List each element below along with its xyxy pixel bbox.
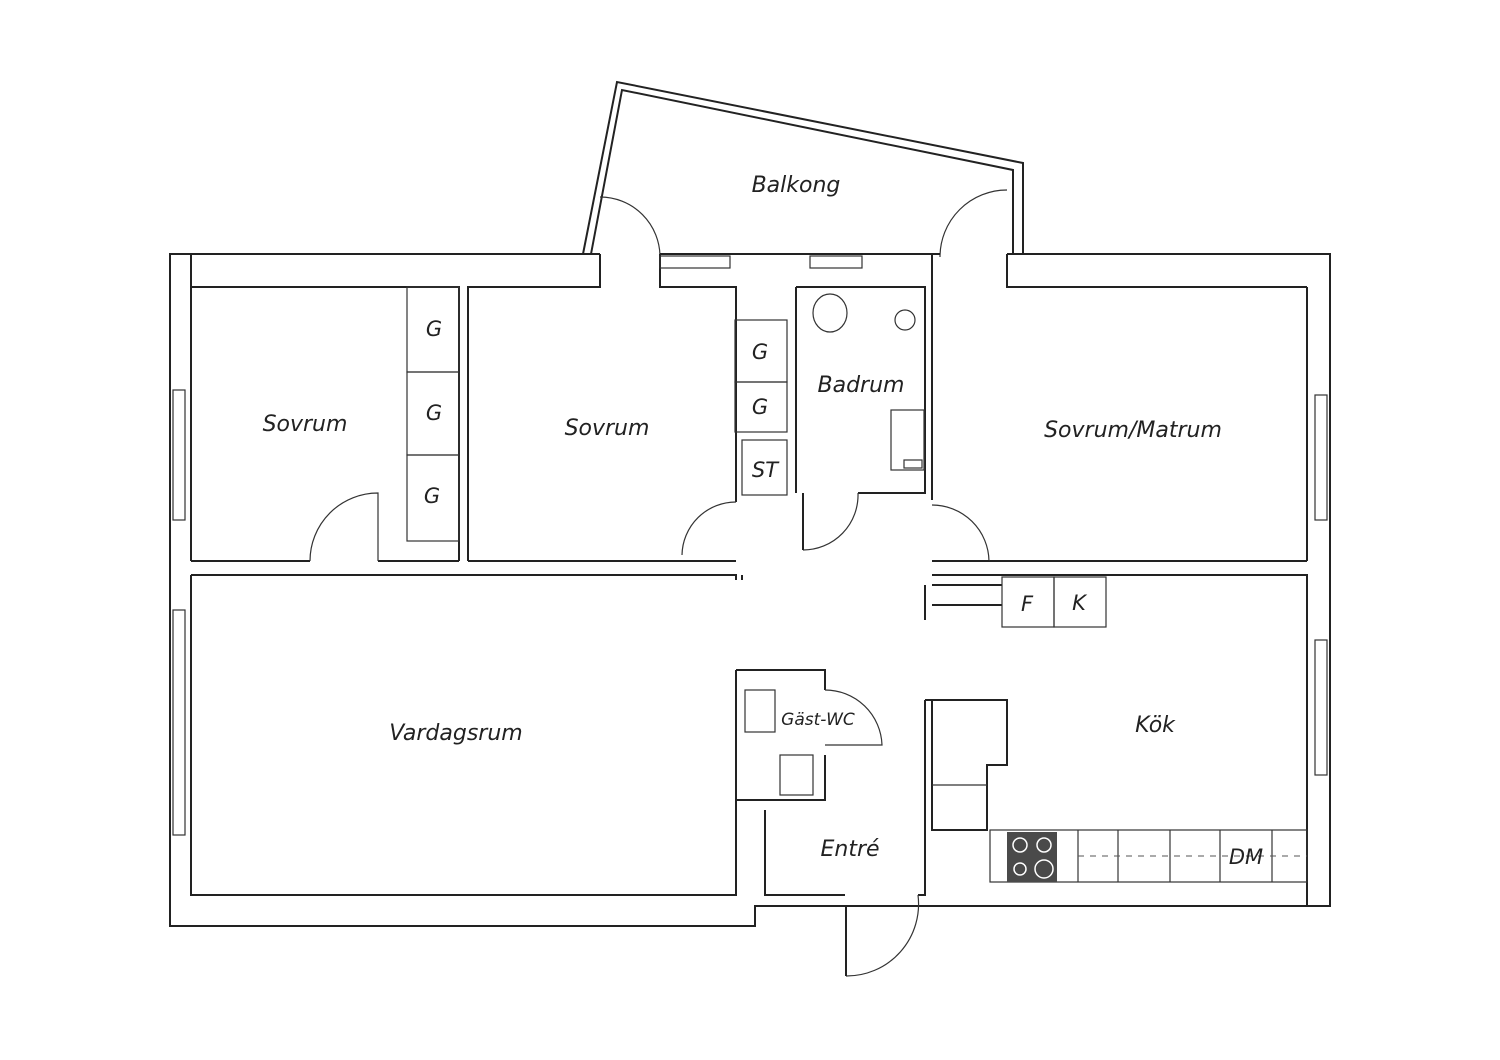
washer-icon xyxy=(903,459,923,469)
wardrobe-5 xyxy=(734,381,788,433)
room-label-sovrum-1: Sovrum xyxy=(263,412,348,437)
wc-toilet-icon xyxy=(779,754,814,796)
wardrobe-label-2: G xyxy=(426,401,442,425)
toilet-icon xyxy=(812,293,848,333)
wardrobe-label-3: G xyxy=(424,484,440,508)
guest-wc xyxy=(735,669,883,801)
kitchen xyxy=(924,574,1308,906)
bedroom-1 xyxy=(191,286,460,562)
exterior-wall xyxy=(169,253,1331,927)
room-label-entre: Entré xyxy=(820,837,879,862)
room-label-kok: Kök xyxy=(1135,713,1176,738)
freezer xyxy=(1053,576,1107,628)
wardrobe-label-1: G xyxy=(426,317,442,341)
sink-icon xyxy=(890,409,925,471)
room-label-balkong: Balkong xyxy=(752,173,841,198)
fridge-label: F xyxy=(1021,592,1034,616)
storage-label: ST xyxy=(752,458,780,482)
storage-closet xyxy=(741,439,788,496)
shower-icon xyxy=(894,309,916,331)
room-label-vardagsrum: Vardagsrum xyxy=(389,721,522,746)
wardrobe-label-4: G xyxy=(752,340,768,364)
wardrobe-label-5: G xyxy=(752,395,768,419)
wardrobe-3 xyxy=(406,454,460,542)
wc-sink-icon xyxy=(744,689,776,733)
entrance xyxy=(764,700,926,977)
bedroom-dining xyxy=(931,254,1307,562)
room-label-sovrum-matrum: Sovrum/Matrum xyxy=(1044,418,1222,443)
stove-icon xyxy=(1007,832,1057,882)
windows xyxy=(172,255,1328,836)
dishwasher-label: DM xyxy=(1229,845,1263,869)
bedroom-2 xyxy=(467,254,788,562)
balcony xyxy=(582,80,1024,258)
room-label-gast-wc: Gäst-WC xyxy=(781,710,855,730)
freezer-label: K xyxy=(1072,591,1088,615)
bathroom xyxy=(795,286,926,551)
room-label-sovrum-2: Sovrum xyxy=(565,416,650,441)
room-label-badrum: Badrum xyxy=(818,373,905,398)
